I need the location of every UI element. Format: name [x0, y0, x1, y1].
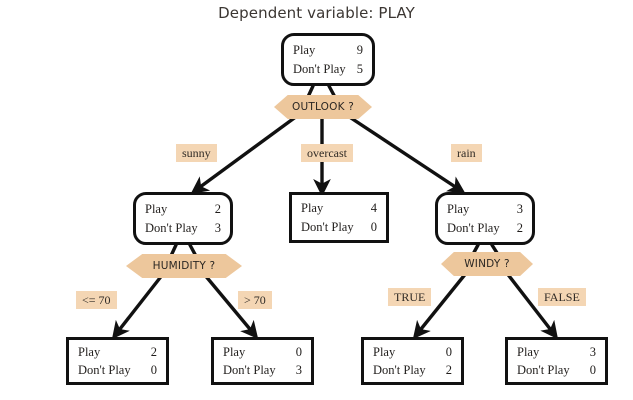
stat-row-dont-play: Don't Play 5	[293, 60, 363, 78]
edge-label-humidity-gt-70: > 70	[238, 291, 272, 309]
stat-value-dont-play: 5	[356, 61, 363, 76]
stat-row-play: Play 3	[447, 200, 523, 218]
leaf-humidity-gt-70: Play 0 Don't Play 3	[211, 337, 314, 385]
stat-value-play: 4	[370, 201, 377, 216]
stat-value-dont-play: 0	[150, 363, 157, 377]
stat-label-dont-play: Don't Play	[145, 220, 198, 235]
leaf-humidity-le-70: Play 2 Don't Play 0	[66, 337, 169, 385]
decision-outlook[interactable]: OUTLOOK ?	[274, 95, 372, 119]
leaf-windy-false: Play 3 Don't Play 0	[505, 337, 608, 385]
edge-label-windy-true: TRUE	[388, 288, 432, 306]
stat-label-dont-play: Don't Play	[517, 363, 570, 377]
stat-row-play: Play 3	[517, 343, 596, 361]
stat-row-dont-play: Don't Play 0	[517, 361, 596, 379]
stat-label-play: Play	[373, 344, 396, 359]
stat-row-dont-play: Don't Play 3	[223, 361, 302, 379]
decision-windy[interactable]: WINDY ?	[441, 252, 533, 276]
stat-row-play: Play 0	[223, 343, 302, 361]
stat-value-play: 9	[356, 43, 363, 58]
stat-label-dont-play: Don't Play	[78, 363, 131, 377]
stat-label-play: Play	[78, 344, 101, 359]
stat-value-play: 0	[295, 344, 302, 359]
stat-label-dont-play: Don't Play	[223, 363, 276, 377]
stat-value-play: 2	[150, 344, 157, 359]
stat-row-play: Play 9	[293, 41, 363, 59]
leaf-windy-true: Play 0 Don't Play 2	[361, 337, 464, 385]
stat-row-play: Play 0	[373, 343, 452, 361]
stat-row-dont-play: Don't Play 2	[373, 361, 452, 379]
stat-value-dont-play: 2	[445, 363, 452, 377]
stat-value-dont-play: 3	[295, 363, 302, 377]
stat-value-dont-play: 0	[370, 219, 377, 234]
stat-value-play: 2	[214, 202, 221, 217]
stat-label-dont-play: Don't Play	[373, 363, 426, 377]
stat-value-play: 3	[516, 202, 523, 217]
decision-humidity[interactable]: HUMIDITY ?	[126, 254, 242, 278]
stat-label-play: Play	[145, 202, 168, 217]
edge-label-rain: rain	[451, 144, 482, 162]
stat-value-dont-play: 3	[214, 220, 221, 235]
stat-label-dont-play: Don't Play	[301, 219, 354, 234]
stat-row-dont-play: Don't Play 0	[301, 218, 377, 236]
stat-label-play: Play	[223, 344, 246, 359]
node-sunny: Play 2 Don't Play 3	[133, 192, 233, 245]
page-title: Dependent variable: PLAY	[218, 4, 415, 22]
node-rain: Play 3 Don't Play 2	[435, 192, 535, 245]
edge-label-sunny: sunny	[176, 144, 217, 162]
node-root: Play 9 Don't Play 5	[281, 33, 375, 86]
edge-label-humidity-le-70: <= 70	[76, 291, 117, 309]
stat-label-play: Play	[447, 202, 470, 217]
stat-row-dont-play: Don't Play 3	[145, 219, 221, 237]
stat-row-dont-play: Don't Play 2	[447, 219, 523, 237]
stat-row-dont-play: Don't Play 0	[78, 361, 157, 379]
stat-value-play: 3	[589, 344, 596, 359]
edge-label-windy-false: FALSE	[538, 288, 586, 306]
stat-label-dont-play: Don't Play	[293, 61, 346, 76]
stat-label-play: Play	[517, 344, 540, 359]
stat-label-play: Play	[301, 201, 324, 216]
stat-row-play: Play 4	[301, 199, 377, 217]
node-overcast: Play 4 Don't Play 0	[289, 192, 389, 243]
edge-label-overcast: overcast	[301, 144, 353, 162]
stat-value-play: 0	[445, 344, 452, 359]
stat-label-dont-play: Don't Play	[447, 220, 500, 235]
stat-label-play: Play	[293, 43, 316, 58]
stat-row-play: Play 2	[78, 343, 157, 361]
stat-value-dont-play: 2	[516, 220, 523, 235]
stat-value-dont-play: 0	[589, 363, 596, 377]
stat-row-play: Play 2	[145, 200, 221, 218]
